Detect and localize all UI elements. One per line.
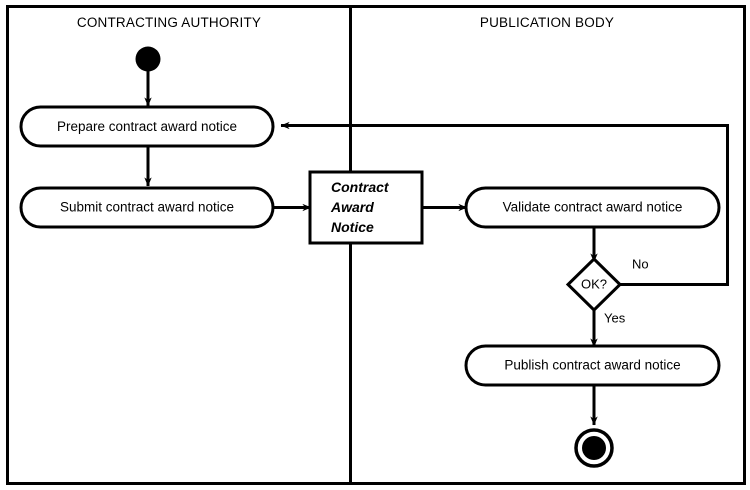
object-node-line-2: Award [330, 199, 374, 215]
flow-no-branch-to-prepare [280, 121, 729, 286]
guard-label-no: No [632, 256, 649, 271]
activity-prepare-label: Prepare contract award notice [57, 119, 237, 134]
lane-title-publication-body: PUBLICATION BODY [480, 15, 614, 30]
activity-validate-label: Validate contract award notice [503, 200, 683, 215]
final-node [582, 436, 606, 460]
decision-label-ok: OK? [581, 276, 607, 291]
activity-submit-contract-award-notice[interactable] [19, 186, 275, 229]
lane-title-contracting-authority: CONTRACTING AUTHORITY [77, 15, 261, 30]
object-node-line-3: Notice [331, 219, 374, 235]
object-node-line-1: Contract [331, 179, 390, 195]
activity-publish-label: Publish contract award notice [504, 358, 680, 373]
guard-label-yes: Yes [604, 310, 626, 325]
initial-node [135, 46, 161, 72]
swimlane-frame [6, 5, 746, 485]
activity-submit-label: Submit contract award notice [60, 200, 234, 215]
